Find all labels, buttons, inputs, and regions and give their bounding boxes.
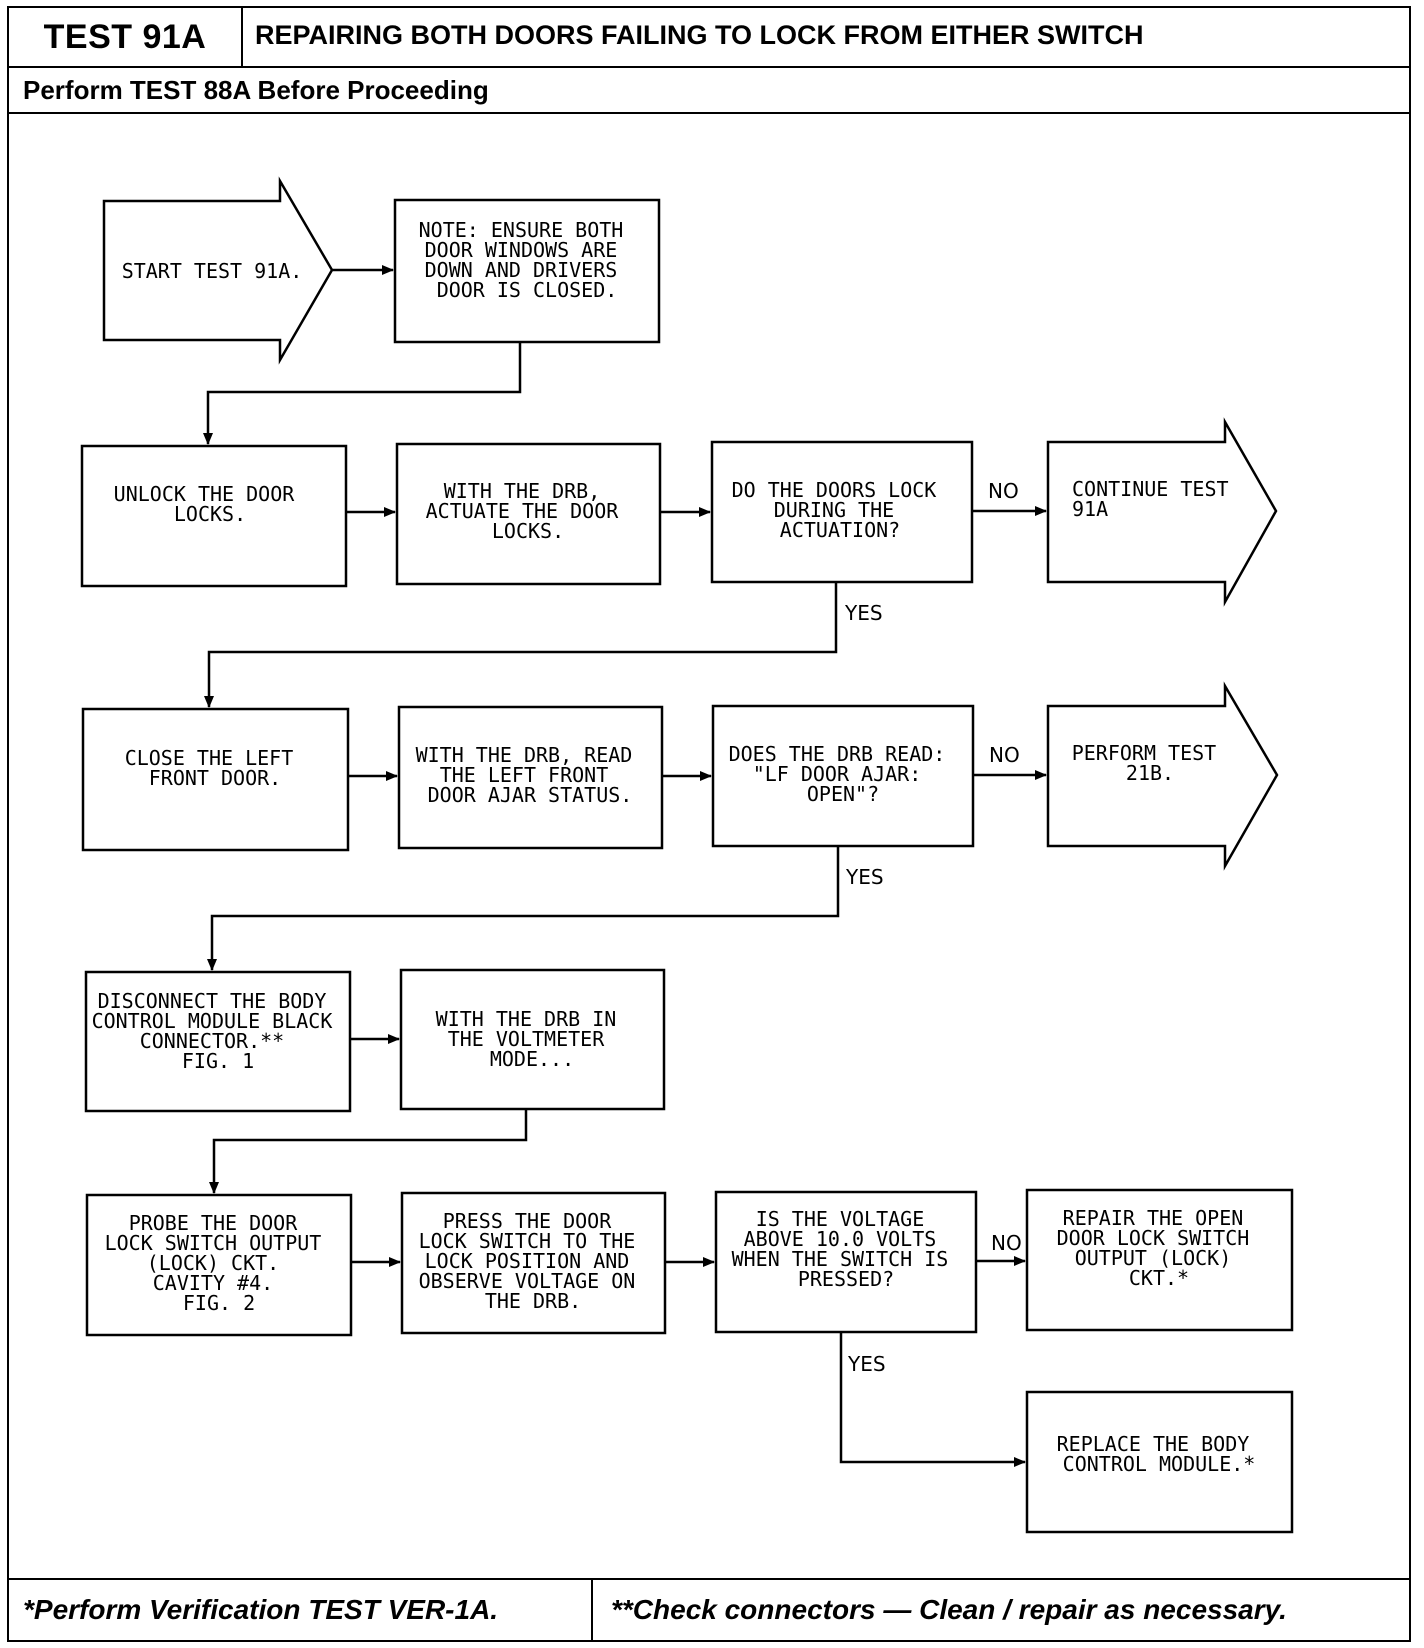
verification-footnote: *Perform Verification TEST VER-1A. [9, 1580, 593, 1640]
svg-text:CONTINUE TEST 91A: CONTINUE TEST 91A [1072, 477, 1241, 521]
connector-yes-disconnect [207, 846, 840, 971]
svg-text:NOTE: ENSURE BOTH DOOR W: NOTE: ENSURE BOTH DOOR WINDOWS ARE DOWN … [419, 218, 636, 302]
disconnect-box: DISCONNECT THE BODY CONTROL MODULE BLACK… [84, 970, 352, 1113]
perform-test-arrow: PERFORM TEST 21B. [1046, 681, 1279, 871]
svg-text:PRESS THE DOOR LOCK SWIT: PRESS THE DOOR LOCK SWITCH TO THE LOCK P… [419, 1209, 648, 1313]
no-label: NO [991, 1231, 1022, 1255]
yes-label: YES [844, 601, 883, 625]
svg-text:UNLOCK THE DOOR LOCKS.: UNLOCK THE DOOR LOCKS. [114, 482, 307, 526]
footer: *Perform Verification TEST VER-1A. **Che… [9, 1578, 1409, 1640]
svg-text:DISCONNECT THE BODY CONT: DISCONNECT THE BODY CONTROL MODULE BLACK… [92, 989, 345, 1073]
svg-text:IS THE VOLTAGE ABOVE 10.: IS THE VOLTAGE ABOVE 10.0 VOLTS WHEN THE… [732, 1207, 961, 1291]
question-doors-lock-box: DO THE DOORS LOCK DURING THE ACTUATION? [710, 440, 974, 584]
continue-test-arrow: CONTINUE TEST 91A [1046, 417, 1278, 607]
test-id: TEST 91A [9, 8, 243, 68]
probe-box: PROBE THE DOOR LOCK SWITCH OUTPUT (LOCK)… [85, 1193, 353, 1337]
note-box: NOTE: ENSURE BOTH DOOR WINDOWS ARE DOWN … [393, 198, 661, 344]
prerequisite-note: Perform TEST 88A Before Proceeding [9, 68, 1409, 114]
replace-module-box: REPLACE THE BODY CONTROL MODULE.* [1025, 1390, 1294, 1534]
svg-text:DOES THE DRB READ: "LF D: DOES THE DRB READ: "LF DOOR AJAR: OPEN"? [729, 742, 958, 806]
connector-note-unlock [203, 342, 522, 445]
yes-label: YES [845, 865, 884, 889]
svg-text:CLOSE THE LEFT FRONT DOO: CLOSE THE LEFT FRONT DOOR. [125, 746, 306, 790]
actuate-box: WITH THE DRB, ACTUATE THE DOOR LOCKS. [395, 442, 662, 586]
svg-text:PERFORM TEST 21B.: PERFORM TEST 21B. [1072, 741, 1229, 785]
start-arrow: START TEST 91A. [102, 176, 334, 365]
svg-text:REPAIR THE OPEN DOOR LOC: REPAIR THE OPEN DOOR LOCK SWITCH OUTPUT … [1057, 1206, 1262, 1290]
svg-text:WITH THE DRB IN THE VOLT: WITH THE DRB IN THE VOLTMETER MODE... [436, 1007, 629, 1071]
repair-box: REPAIR THE OPEN DOOR LOCK SWITCH OUTPUT … [1025, 1188, 1294, 1332]
question-ajar-box: DOES THE DRB READ: "LF DOOR AJAR: OPEN"? [711, 704, 975, 848]
voltmeter-box: WITH THE DRB IN THE VOLTMETER MODE... [399, 968, 666, 1111]
connector-yes-replace [839, 1332, 1026, 1467]
svg-text:PROBE THE DOOR LOCK SWIT: PROBE THE DOOR LOCK SWITCH OUTPUT (LOCK)… [105, 1211, 334, 1315]
close-door-box: CLOSE THE LEFT FRONT DOOR. [81, 707, 350, 852]
svg-text:REPLACE THE BODY CONTROL: REPLACE THE BODY CONTROL MODULE.* [1057, 1432, 1262, 1476]
test-title: REPAIRING BOTH DOORS FAILING TO LOCK FRO… [243, 8, 1409, 68]
start-label: START TEST 91A. [122, 259, 303, 283]
connector-voltmeter-probe [209, 1109, 528, 1194]
svg-text:WITH THE DRB, READ THE L: WITH THE DRB, READ THE LEFT FRONT DOOR A… [416, 743, 645, 807]
question-voltage-box: IS THE VOLTAGE ABOVE 10.0 VOLTS WHEN THE… [714, 1190, 978, 1334]
read-ajar-box: WITH THE DRB, READ THE LEFT FRONT DOOR A… [397, 705, 664, 850]
svg-text:WITH THE DRB, ACTUATE TH: WITH THE DRB, ACTUATE THE DOOR LOCKS. [426, 479, 631, 543]
flow-connectors [203, 265, 1047, 1467]
no-label: NO [988, 479, 1019, 503]
press-switch-box: PRESS THE DOOR LOCK SWITCH TO THE LOCK P… [400, 1191, 667, 1335]
unlock-box: UNLOCK THE DOOR LOCKS. [80, 444, 348, 588]
connector-footnote: **Check connectors — Clean / repair as n… [611, 1594, 1287, 1625]
svg-text:DO THE DOORS LOCK DURING: DO THE DOORS LOCK DURING THE ACTUATION? [732, 478, 949, 542]
connector-yes-close [204, 582, 838, 708]
test-procedure-page: TEST 91A REPAIRING BOTH DOORS FAILING TO… [7, 6, 1411, 1642]
no-label: NO [989, 743, 1020, 767]
yes-label: YES [847, 1352, 886, 1376]
